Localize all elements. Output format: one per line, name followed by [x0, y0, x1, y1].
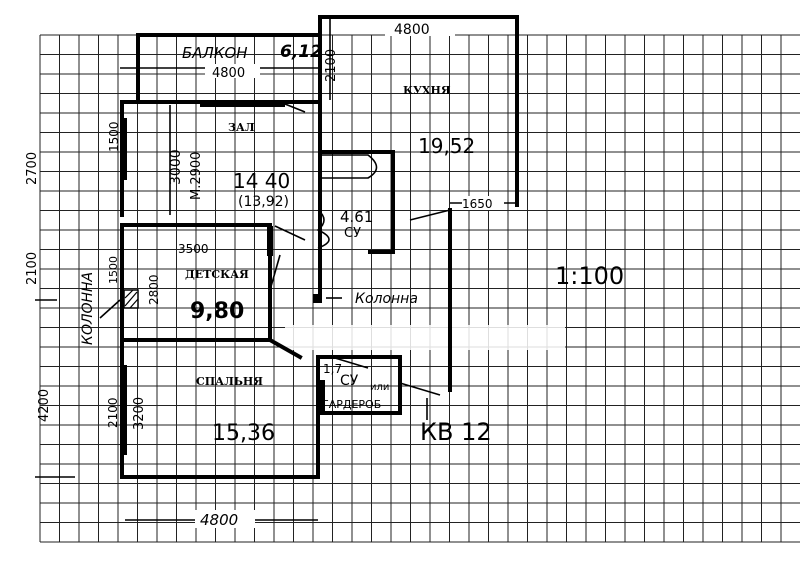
apartment-number: КВ 12 [420, 418, 492, 446]
left-dim-mid: 2100 [25, 252, 40, 285]
bedroom-window: 2100 [106, 397, 120, 428]
wardrobe-alt: ГАРДЕРОБ [322, 398, 381, 411]
kitchen-depth: 2100 [324, 49, 339, 82]
wardrobe-area: 1,7 [323, 362, 342, 376]
kitchen-label: КУХНЯ [403, 84, 451, 97]
column-label-left: КОЛОННА [80, 272, 96, 345]
column-marker [313, 294, 322, 303]
bathroom-area: 4.61 [340, 208, 373, 226]
balcony-label: БАЛКОН [182, 44, 248, 62]
hall-height-dim: 3000 [168, 149, 184, 185]
balcony-width: 4800 [212, 66, 245, 81]
kitchen-area: 19,52 [418, 134, 475, 158]
bathroom-label: СУ [344, 226, 361, 241]
bedroom-depth: 3200 [132, 397, 147, 430]
nursery-depth: 2800 [147, 274, 161, 305]
balcony: БАЛКОН 6,12 4800 [120, 33, 322, 104]
left-dim-bottom: 4200 [37, 389, 52, 422]
nursery-label: ДЕТСКАЯ [185, 268, 249, 281]
graph-paper-grid [39, 34, 800, 543]
balcony-area: 6,12 [280, 42, 322, 62]
scale-label: 1:100 [555, 262, 624, 290]
hall-m-dim: М.2900 [189, 152, 204, 200]
kitchen: 4800 2100 КУХНЯ 19,52 1650 [318, 15, 519, 392]
wardrobe: 1,7 СУ или ГАРДЕРОБ [316, 355, 441, 415]
hall-area: 14 40 [233, 169, 290, 193]
nursery-area: 9,80 [190, 299, 244, 324]
nursery: 3500 1500 2800 ДЕТСКАЯ 9,80 [107, 223, 306, 479]
nursery-window: 1500 [107, 256, 120, 284]
hall-area-alt: (13,92) [238, 194, 289, 210]
hall-window: 1500 [107, 121, 121, 152]
kitchen-offset: 1650 [462, 197, 493, 211]
bedroom-area: 15,36 [212, 421, 275, 446]
hall: 1500 3000 М.2900 ЗАЛ 14 40 (13,92) [107, 100, 306, 217]
column-label-right: Колонна [355, 291, 418, 307]
kitchen-width: 4800 [394, 22, 430, 38]
bedroom-width: 4800 [200, 511, 238, 529]
nursery-width: 3500 [178, 242, 209, 256]
bedroom: 2100 3200 СПАЛЬНЯ 15,36 4800 [106, 338, 320, 529]
bedroom-label: СПАЛЬНЯ [196, 375, 263, 388]
hall-label: ЗАЛ [228, 121, 255, 134]
wardrobe-or: или [370, 382, 389, 393]
wardrobe-su: СУ [340, 373, 359, 389]
left-dim-top: 2700 [25, 152, 40, 185]
bathroom: 4.61 СУ [316, 150, 395, 254]
